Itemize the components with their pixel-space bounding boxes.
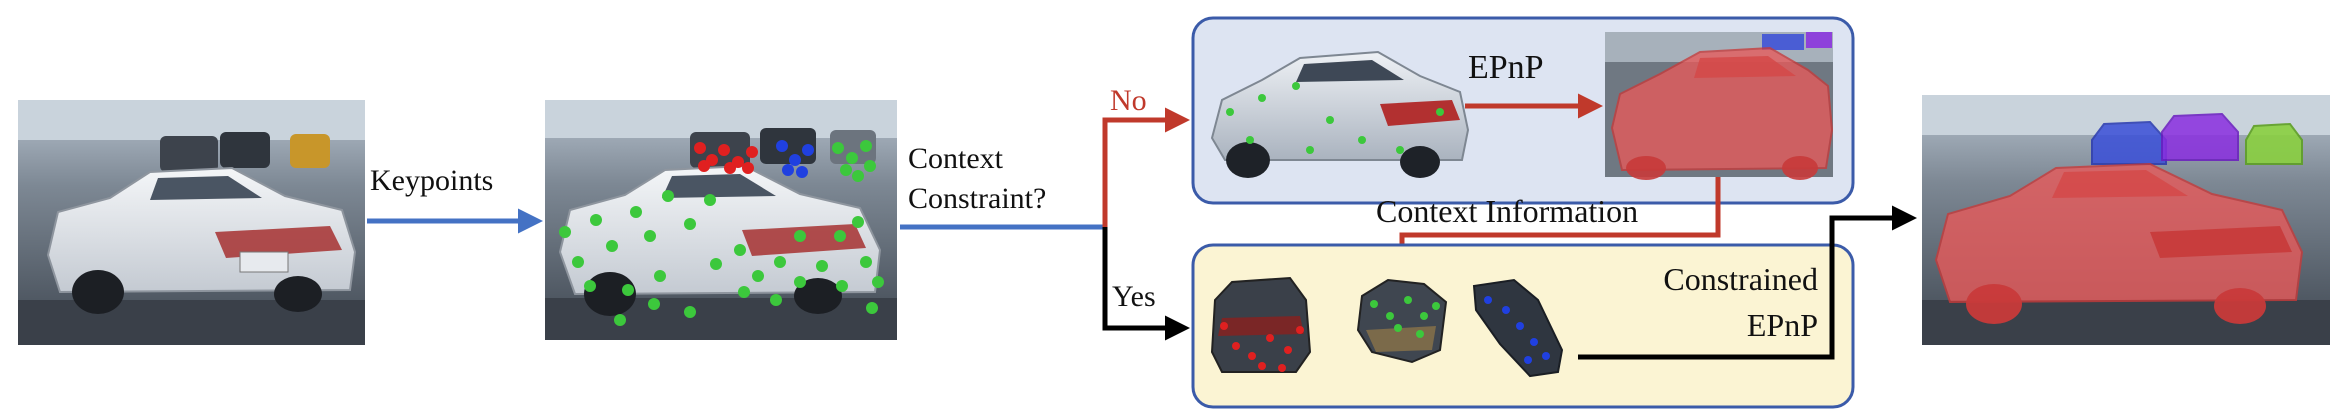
epnp-box: EPnP bbox=[1191, 16, 1855, 205]
constrained-label-line1: Constrained bbox=[1663, 261, 1818, 297]
keypoints-label: Keypoints bbox=[370, 164, 493, 197]
background-cars bbox=[160, 132, 330, 172]
keypoints-photo bbox=[545, 100, 897, 340]
car-model-render-icon bbox=[1210, 50, 1470, 178]
final-result-photo bbox=[1922, 95, 2330, 345]
no-branch-arrow bbox=[1102, 107, 1190, 227]
red-keypoints bbox=[694, 142, 758, 174]
blue-keypoints bbox=[776, 140, 814, 178]
green-keypoints bbox=[559, 140, 884, 326]
yes-branch-arrow bbox=[1102, 227, 1190, 341]
part-crop-icon-middle bbox=[1356, 278, 1448, 364]
green-car-overlay bbox=[2245, 122, 2303, 165]
purple-car-overlay bbox=[2161, 112, 2239, 161]
context-label-line2: Constraint? bbox=[908, 182, 1046, 215]
part-crop-icon-rear bbox=[1210, 276, 1312, 373]
red-car-overlay bbox=[1934, 162, 2304, 324]
context-information-label: Context Information bbox=[1376, 193, 1638, 229]
projected-car-icon bbox=[1605, 32, 1834, 180]
input-photo bbox=[18, 100, 365, 345]
part-crop-icon-side bbox=[1472, 278, 1564, 378]
blue-car-overlay bbox=[2091, 120, 2167, 165]
output-arrow bbox=[1578, 205, 1917, 360]
context-label-line1: Context bbox=[908, 142, 1004, 175]
no-label: No bbox=[1110, 84, 1147, 117]
yes-label: Yes bbox=[1112, 280, 1156, 313]
epnp-label: EPnP bbox=[1468, 49, 1544, 86]
car-photo-icon bbox=[46, 166, 357, 314]
constrained-label-line2: EPnP bbox=[1747, 307, 1818, 343]
constrained-epnp-box: Constrained EPnP bbox=[1191, 243, 1855, 409]
